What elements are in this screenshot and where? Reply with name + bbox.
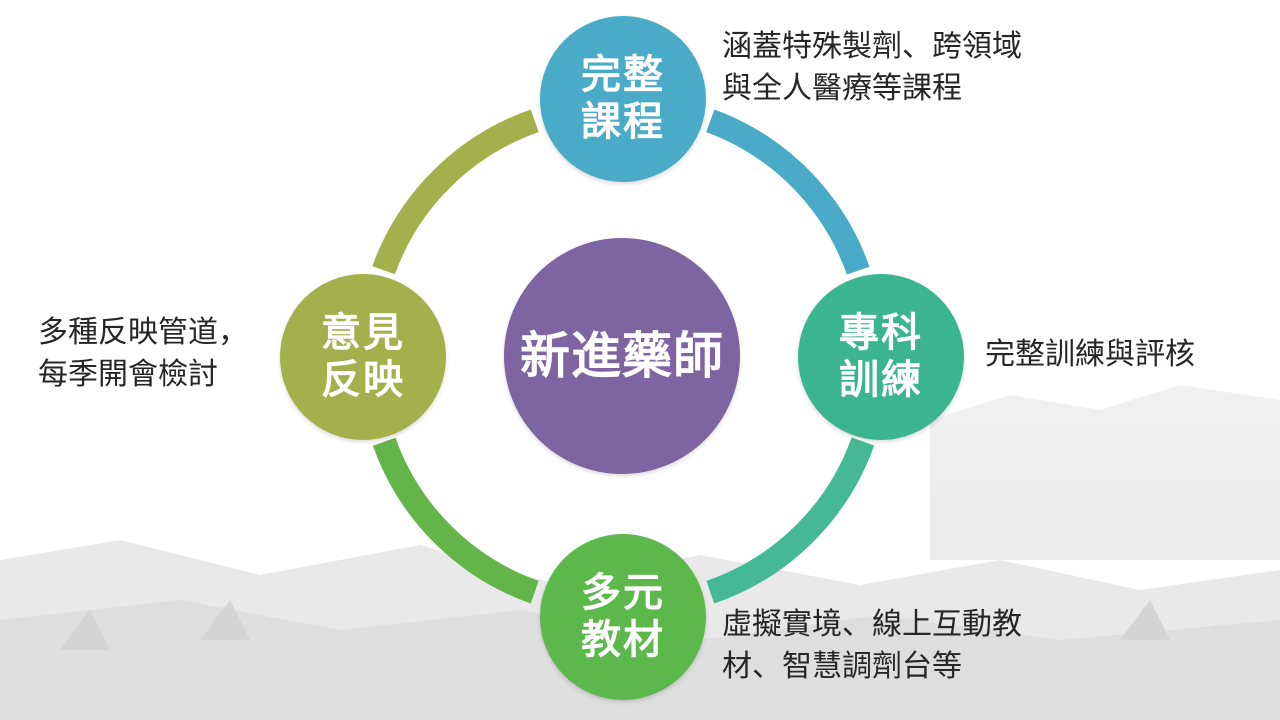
arc-courses-to-training — [706, 109, 870, 275]
desc-specialty-training: 完整訓練與評核 — [985, 334, 1195, 376]
desc-feedback: 多種反映管道， 每季開會檢討 — [38, 312, 248, 396]
desc-line: 完整訓練與評核 — [985, 337, 1195, 372]
desc-line: 虛擬實境、線上互動教 — [722, 607, 1022, 642]
center-node: 新進藥師 — [504, 238, 740, 474]
center-label: 新進藥師 — [520, 326, 724, 385]
desc-diverse-materials: 虛擬實境、線上互動教 材、智慧調劑台等 — [722, 604, 1022, 688]
node-feedback: 意見 反映 — [280, 274, 446, 440]
node-label-line: 多元 — [581, 569, 665, 616]
arc-materials-to-feedback — [372, 437, 539, 604]
node-label-line: 反映 — [321, 357, 405, 403]
node-label-line: 完整 — [581, 51, 665, 98]
node-label-line: 課程 — [581, 99, 665, 145]
arc-feedback-to-courses — [372, 109, 539, 275]
node-label-line: 訓練 — [839, 357, 923, 403]
arc-training-to-materials — [706, 437, 875, 604]
node-diverse-materials: 多元 教材 — [540, 534, 706, 700]
desc-line: 多種反映管道， — [38, 315, 248, 350]
desc-line: 與全人醫療等課程 — [722, 71, 962, 106]
node-specialty-training: 專科 訓練 — [798, 274, 964, 440]
node-label-line: 專科 — [839, 309, 923, 356]
desc-line: 涵蓋特殊製劑、跨領域 — [722, 29, 1022, 64]
desc-complete-courses: 涵蓋特殊製劑、跨領域 與全人醫療等課程 — [722, 26, 1022, 110]
desc-line: 材、智慧調劑台等 — [722, 649, 962, 684]
node-label-line: 教材 — [581, 617, 665, 663]
node-label-line: 意見 — [321, 309, 405, 356]
node-complete-courses: 完整 課程 — [540, 16, 706, 182]
desc-line: 每季開會檢討 — [38, 357, 218, 392]
